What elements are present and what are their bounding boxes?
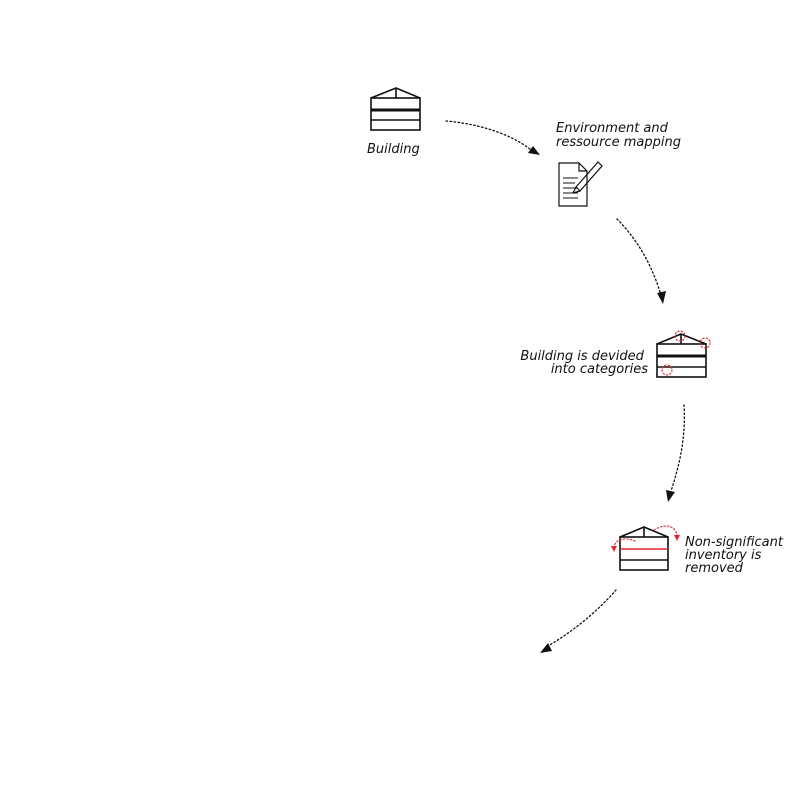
step-inventory-removed: Non-significant inventory is removed <box>611 525 787 576</box>
removal-arrowhead-right <box>674 535 680 541</box>
step-building: Building <box>367 87 421 157</box>
category-marker-3 <box>661 364 673 376</box>
removal-arrow-right <box>653 525 678 538</box>
step-inventory-removed-label: Non-significant inventory is removed <box>685 535 787 576</box>
step-environment-mapping: Environment and ressource mapping <box>556 121 681 207</box>
category-marker-2 <box>699 337 711 349</box>
building-categories-icon <box>656 330 711 378</box>
building-icon <box>370 87 421 131</box>
building-removed-icon <box>611 525 680 571</box>
flow-arrow-2 <box>616 218 666 304</box>
step-building-categories-label: Building is devided into categories <box>520 349 648 377</box>
removal-arrow-left <box>613 538 636 549</box>
step-building-categories: Building is devided into categories <box>520 330 711 378</box>
document-pen-icon <box>558 161 603 207</box>
flow-arrow-4 <box>540 589 617 653</box>
flow-arrow-3 <box>666 404 686 502</box>
removal-arrowhead-left <box>611 546 617 552</box>
category-marker-1 <box>674 330 686 342</box>
step-building-label: Building <box>367 142 420 157</box>
flow-arrow-1 <box>445 120 540 155</box>
step-environment-mapping-label: Environment and ressource mapping <box>556 121 681 150</box>
